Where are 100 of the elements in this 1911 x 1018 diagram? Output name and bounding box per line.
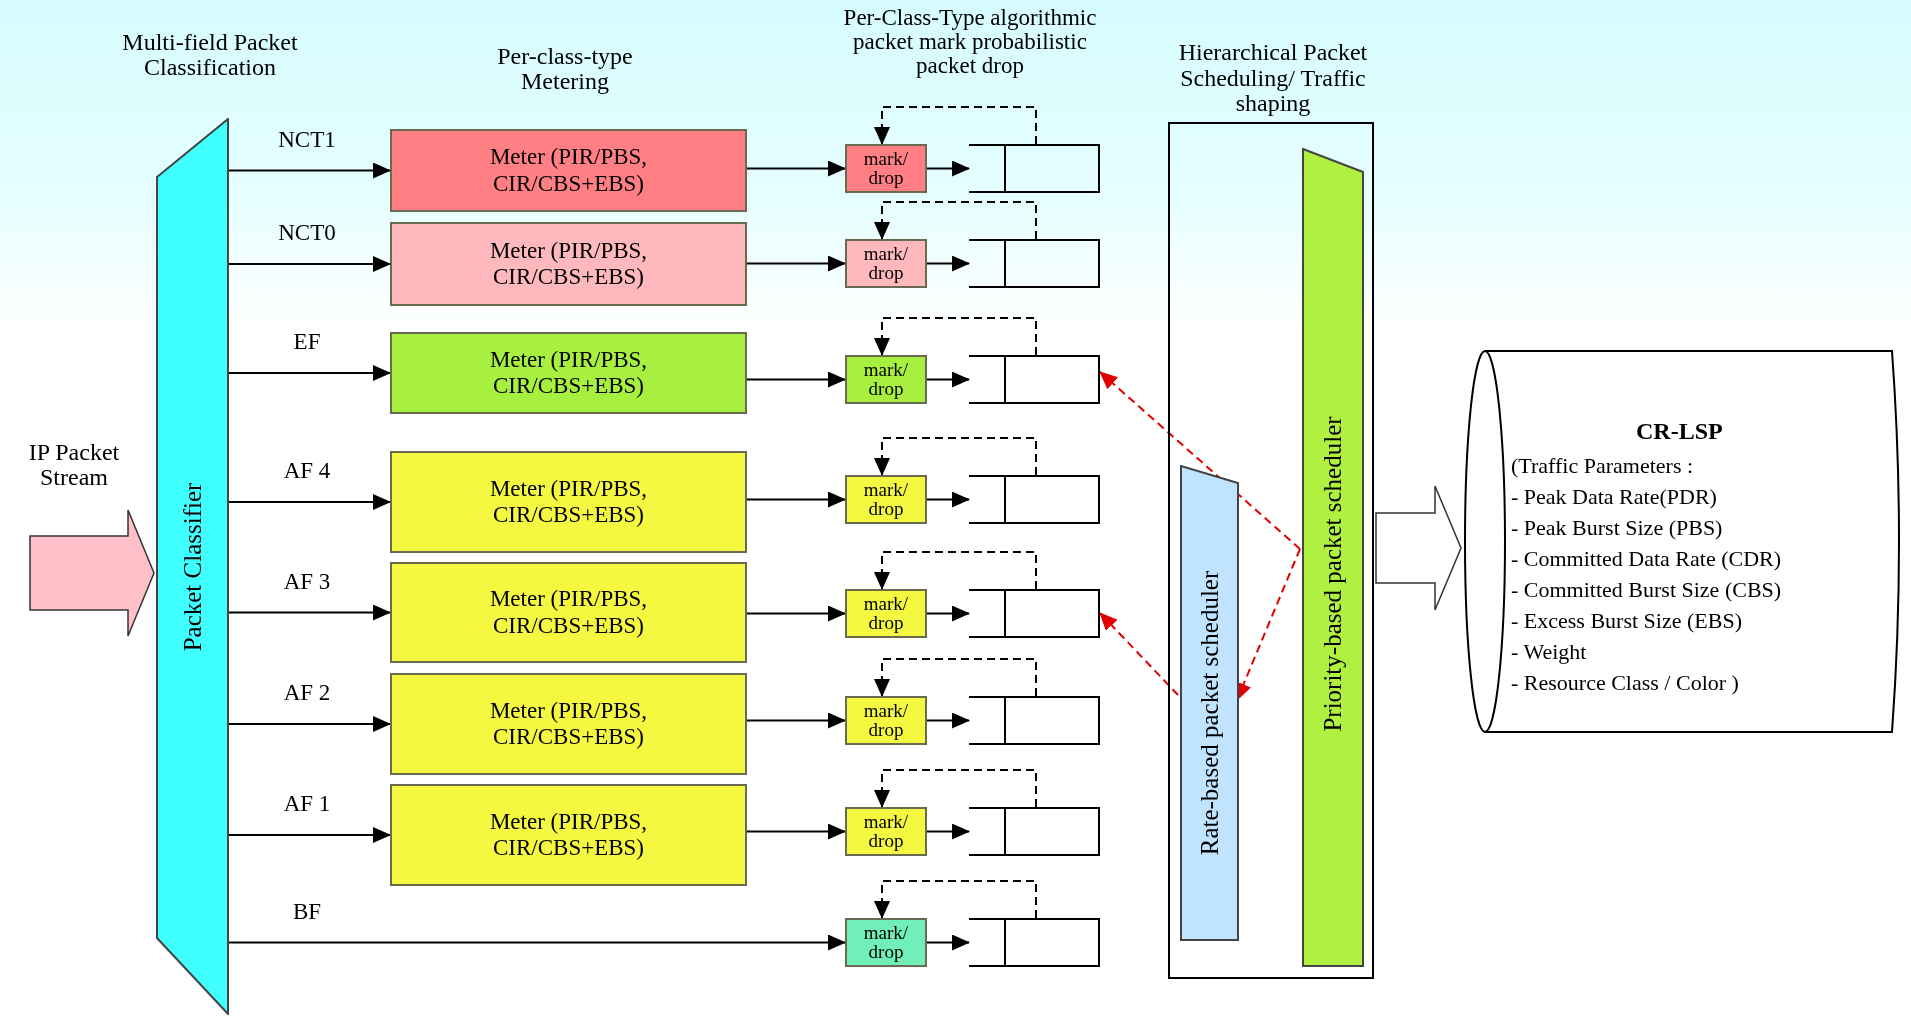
mark-drop-box (845, 475, 927, 524)
queue-buffer (969, 475, 1100, 524)
arrow (746, 491, 846, 508)
group-heading: Hierarchical Packet Scheduling/ Traffic shaping (1177, 40, 1369, 116)
parameter-line: - Committed Burst Size (CBS) (1511, 576, 1782, 604)
arrow (926, 491, 970, 508)
arrow (926, 934, 970, 951)
queue-buffer (969, 355, 1100, 404)
mark-drop-box (845, 807, 927, 856)
node-label: Meter (PIR/PBS, CIR/CBS+EBS) (488, 697, 649, 751)
arrow (926, 160, 970, 177)
queue-buffer (969, 807, 1100, 856)
edge-label: AF 3 (283, 568, 331, 595)
column-heading: Multi-field Packet Classification (121, 30, 299, 81)
node-label: Meter (PIR/PBS, CIR/CBS+EBS) (488, 346, 649, 400)
arrow (926, 371, 970, 388)
parameter-line: - Peak Burst Size (PBS) (1511, 514, 1723, 542)
column-heading: Per-class-type Metering (496, 44, 634, 95)
edge-label: NCT0 (278, 220, 336, 246)
node-label: mark/ drop (862, 594, 910, 633)
node-label: mark/ drop (862, 923, 910, 962)
mark-drop-box (845, 144, 927, 193)
arrow (926, 712, 970, 729)
edge-label: AF 4 (283, 458, 331, 484)
mark-drop-box (845, 355, 927, 404)
node-label: mark/ drop (862, 701, 910, 740)
edge-label: BF (292, 898, 322, 925)
dashed-arrow (874, 201, 1037, 240)
edge-label: EF (293, 329, 321, 355)
node-label: mark/ drop (862, 244, 910, 283)
node-label: Meter (PIR/PBS, CIR/CBS+EBS) (488, 475, 649, 529)
block-arrow (1375, 485, 1462, 611)
dashed-arrow (874, 658, 1037, 697)
node-label: Rate-based packet scheduler (1195, 570, 1224, 855)
arrow (228, 256, 391, 272)
meter-box (390, 129, 747, 212)
arrow (746, 605, 846, 622)
scheduler-bar (1180, 465, 1239, 941)
mark-drop-box (845, 918, 927, 967)
node-label: Meter (PIR/PBS, CIR/CBS+EBS) (488, 237, 649, 291)
column-heading: IP Packet Stream (27, 440, 121, 491)
node-label: Meter (PIR/PBS, CIR/CBS+EBS) (488, 144, 649, 197)
dashed-arrow (874, 437, 1037, 476)
arrow (926, 605, 970, 622)
arrow (926, 255, 970, 272)
meter-box (390, 784, 747, 886)
dashed-arrow (1099, 612, 1179, 696)
meter-box (390, 451, 747, 553)
mark-drop-box (845, 589, 927, 638)
dashed-arrow (874, 551, 1037, 590)
dashed-arrow (874, 317, 1037, 356)
parameter-line: - Excess Burst Size (EBS) (1511, 607, 1742, 635)
parameter-line: - Peak Data Rate(PDR) (1511, 483, 1717, 511)
queue-buffer (969, 144, 1100, 193)
queue-buffer (969, 589, 1100, 638)
parameter-line: - Weight (1511, 638, 1587, 666)
node-label: Packet Classifier (178, 482, 207, 651)
column-heading: Per-Class-Type algorithmic packet mark probabilistic packet drop (842, 6, 1098, 79)
arrow (746, 160, 846, 177)
parameter-line: - Committed Data Rate (CDR) (1511, 545, 1782, 573)
node-label: mark/ drop (862, 360, 910, 399)
mark-drop-box (845, 239, 927, 288)
node-label: mark/ drop (862, 812, 910, 851)
arrow (228, 365, 391, 381)
queue-buffer (969, 696, 1100, 745)
meter-box (390, 673, 747, 775)
edge-label: NCT1 (278, 126, 336, 153)
arrow (926, 823, 970, 840)
block-arrow (29, 509, 155, 637)
parameter-line: - Resource Class / Color ) (1511, 669, 1739, 697)
scheduler-bar (1302, 148, 1364, 967)
parameter-line: (Traffic Parameters : (1511, 452, 1694, 480)
meter-box (390, 562, 747, 663)
node-title: CR-LSP (1635, 417, 1723, 446)
arrow (228, 827, 391, 843)
arrow (228, 716, 391, 732)
dashed-arrow (874, 880, 1037, 919)
node-label: mark/ drop (862, 480, 910, 519)
node-label: Meter (PIR/PBS, CIR/CBS+EBS) (488, 808, 649, 862)
queue-buffer (969, 239, 1100, 288)
edge-label: AF 1 (283, 791, 331, 817)
arrow (228, 934, 846, 951)
arrow (746, 712, 846, 729)
meter-box (390, 222, 747, 306)
node-label: Meter (PIR/PBS, CIR/CBS+EBS) (488, 586, 649, 639)
arrow (228, 494, 391, 510)
arrow (746, 255, 846, 272)
dashed-arrow (1099, 371, 1301, 550)
arrow (746, 371, 846, 388)
edge-label: AF 2 (283, 680, 331, 706)
arrow (228, 604, 391, 621)
classifier-block (156, 118, 229, 1015)
arrow (228, 162, 391, 179)
queue-buffer (969, 918, 1100, 967)
dashed-arrow (874, 106, 1037, 145)
meter-box (390, 332, 747, 414)
node-label: Priority-based packet scheduler (1319, 416, 1347, 732)
node-label: mark/ drop (862, 149, 910, 188)
arrow (746, 823, 846, 840)
mark-drop-box (845, 696, 927, 745)
